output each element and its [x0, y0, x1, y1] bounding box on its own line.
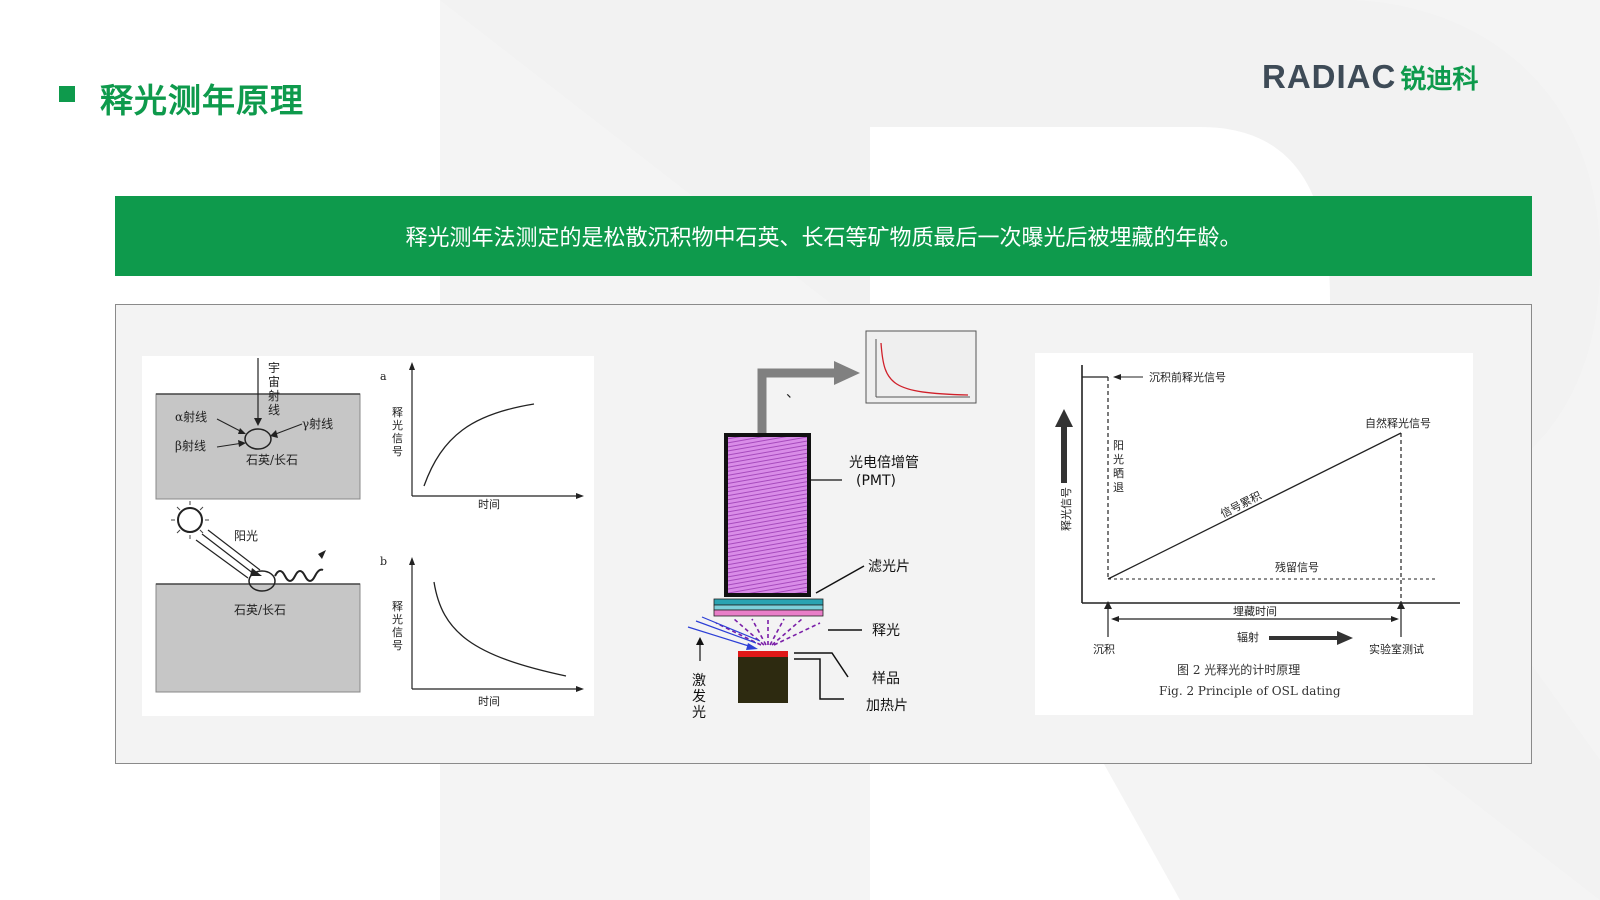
page-title: 释光测年原理: [100, 81, 304, 120]
sunlight-label: 阳光: [234, 529, 258, 543]
plot-a-ylabel-3: 信: [392, 432, 403, 445]
burial-time-label: 埋藏时间: [1233, 605, 1277, 618]
mineral-grain-bottom: [248, 570, 276, 592]
beta-ray-label: β射线: [175, 438, 206, 453]
caption-english: Fig. 2 Principle of OSL dating: [1159, 684, 1341, 698]
natural-signal-label: 自然释光信号: [1365, 416, 1431, 430]
radiation-arrow-icon: [1337, 631, 1353, 645]
mineral-label-bottom: 石英/长石: [234, 603, 286, 617]
bleach-char-4: 退: [1113, 481, 1124, 494]
lab-test-label: 实验室测试: [1369, 642, 1424, 656]
plot-b-label: b: [380, 555, 387, 568]
signal-arrow-icon: [834, 361, 860, 385]
mineral-grain-top: [244, 428, 272, 450]
filter-label: 滤光片: [868, 559, 910, 575]
pmt-sublabel: (PMT): [856, 473, 896, 489]
signal-pipe: [757, 368, 836, 433]
bleach-char-2: 光: [1113, 452, 1124, 466]
filter-layer-teal: [713, 598, 824, 606]
definition-banner: 释光测年法测定的是松散沉积物中石英、长石等矿物质最后一次曝光后被埋藏的年龄。: [115, 196, 1532, 276]
residual-signal-label: 残留信号: [1275, 560, 1319, 574]
pmt-tube: [724, 433, 811, 597]
sediment-block-bottom: [155, 583, 361, 693]
pre-deposition-signal-label: 沉积前释光信号: [1149, 370, 1226, 384]
plot-a: a 释 光 信 号 时间: [380, 362, 584, 511]
plot-b-curve: [433, 581, 567, 677]
filter-layer-pink: [713, 609, 824, 617]
plot-b-ylabel-4: 号: [392, 639, 403, 652]
figure-panel-svg: 宇 宙 射 线 α射线 β射线 γ射线 石英/长石: [142, 330, 1473, 721]
brand-logo: RADIAC 锐迪科: [1262, 58, 1479, 95]
excitation-char-3: 光: [692, 705, 706, 721]
excitation-char-2: 发: [692, 689, 706, 705]
caption-chinese: 图 2 光释光的计时原理: [1177, 662, 1300, 677]
heater-label: 加热片: [866, 698, 908, 714]
plot-b-ylabel-1: 释: [392, 600, 403, 613]
sample-label: 样品: [872, 671, 900, 687]
pmt-label: 光电倍增管: [849, 455, 919, 471]
plot-a-xlabel: 时间: [478, 498, 500, 511]
bleach-char-3: 晒: [1113, 467, 1124, 480]
center-figure: 、 光电倍增管 (PMT) 滤光片: [687, 330, 977, 721]
plot-a-ylabel-1: 释: [392, 406, 403, 419]
plot-b: b 释 光 信 号 时间: [380, 555, 584, 708]
mineral-label-top: 石英/长石: [246, 453, 298, 467]
plot-b-xlabel: 时间: [478, 695, 500, 708]
sample-layer: [738, 651, 788, 657]
signal-accumulation-line: [1107, 432, 1402, 580]
radiation-label: 辐射: [1237, 630, 1259, 644]
cosmic-ray-char-1: 宇: [268, 361, 280, 375]
excitation-char-1: 激: [692, 672, 706, 689]
signal-up-arrow-icon: [1055, 409, 1073, 427]
plot-a-curve: [423, 403, 535, 487]
right-figure: 释光信号 沉积前释光信号 阳 光 晒 退 信号累积 自然释光信号 残留信号: [1035, 353, 1473, 715]
plot-a-label: a: [380, 370, 387, 383]
sun-icon: [171, 501, 209, 539]
plot-a-ylabel-4: 号: [392, 445, 403, 458]
plot-b-ylabel-2: 光: [392, 612, 403, 626]
emitted-light-wave: [274, 568, 324, 582]
plot-a-ylabel-2: 光: [392, 418, 403, 432]
bleach-char-1: 阳: [1113, 439, 1124, 452]
figure-panel: 宇 宙 射 线 α射线 β射线 γ射线 石英/长石: [115, 304, 1532, 764]
gamma-ray-label: γ射线: [302, 416, 333, 431]
decay-curve: [880, 342, 969, 396]
cosmic-ray-char-4: 线: [268, 403, 280, 417]
deposition-label: 沉积: [1093, 643, 1115, 656]
left-figure: 宇 宙 射 线 α射线 β射线 γ射线 石英/长石: [142, 356, 594, 716]
definition-text: 释光测年法测定的是松散沉积物中石英、长石等矿物质最后一次曝光后被埋藏的年龄。: [405, 226, 1242, 251]
y-axis-label: 释光信号: [1059, 487, 1073, 531]
excitation-rays: [687, 616, 761, 648]
stray-mark: 、: [786, 385, 800, 401]
alpha-ray-label: α射线: [175, 409, 207, 424]
logo-wordmark: RADIAC: [1262, 58, 1397, 95]
heater-block: [738, 657, 788, 703]
luminescence-rays: [715, 618, 821, 646]
logo-chinese-name: 锐迪科: [1400, 64, 1479, 95]
cosmic-ray-char-2: 宙: [268, 374, 280, 389]
luminescence-label: 释光: [872, 623, 900, 639]
title-marker: [59, 86, 75, 102]
plot-b-ylabel-3: 信: [392, 626, 403, 639]
cosmic-ray-char-3: 射: [268, 388, 280, 403]
